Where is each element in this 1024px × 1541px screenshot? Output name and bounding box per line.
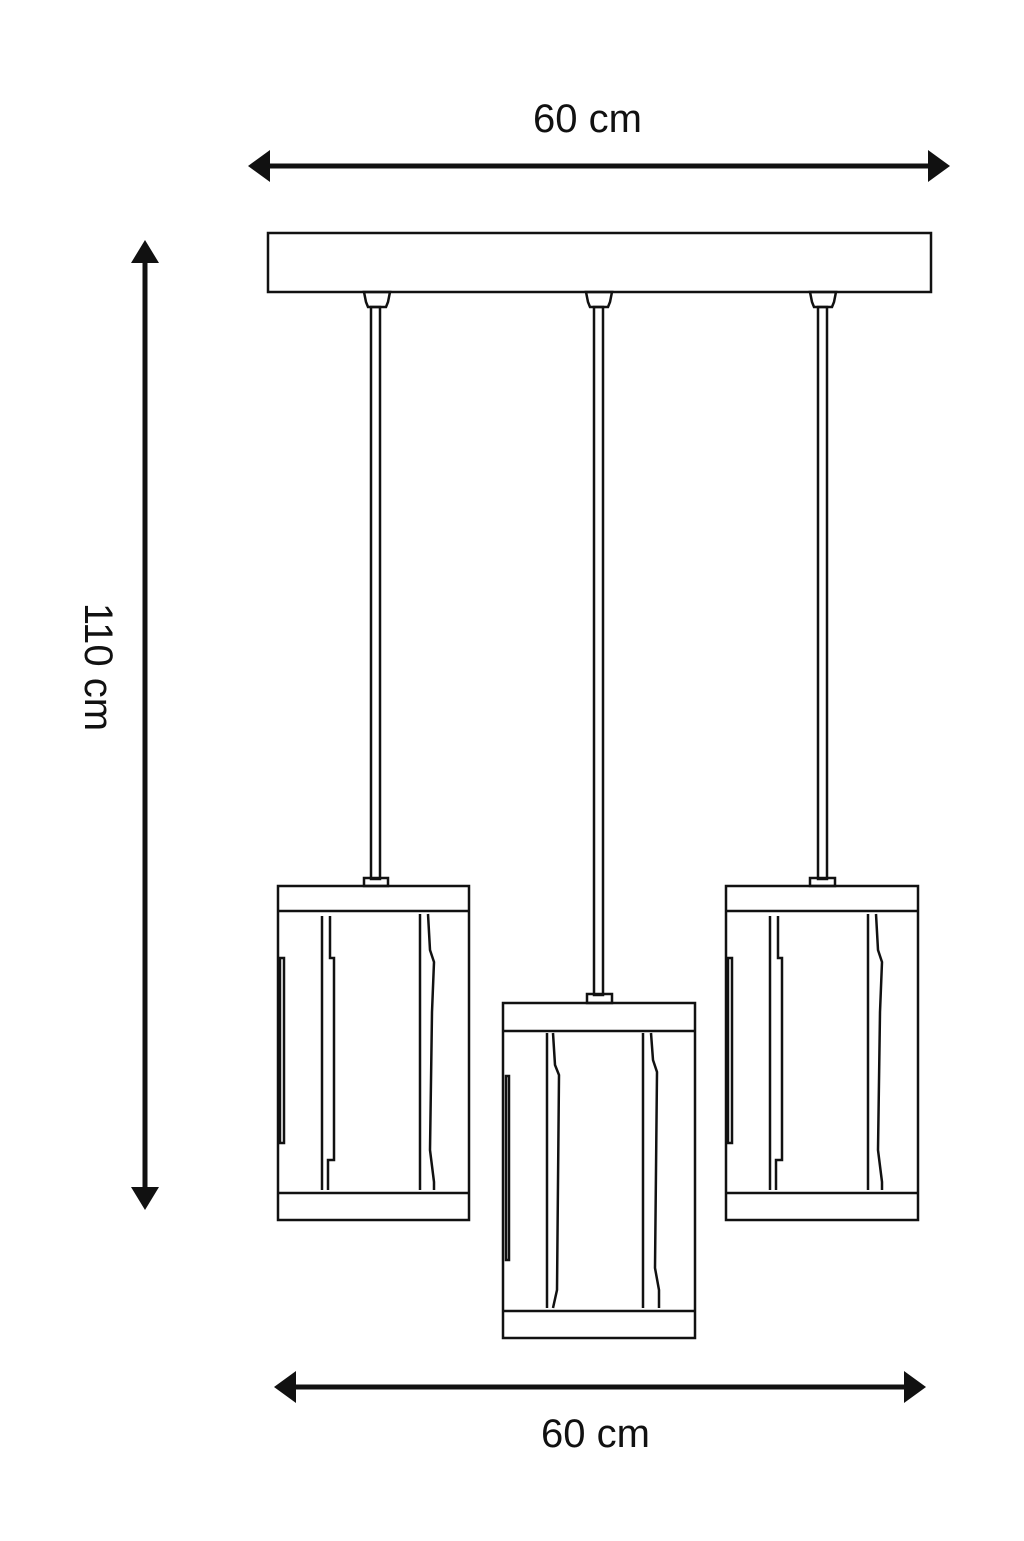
top-width-arrow [248, 150, 950, 182]
lamp-shade [501, 1001, 697, 1340]
bottom-width-label: 60 cm [541, 1412, 650, 1456]
bottom-width-arrow [274, 1371, 926, 1403]
height-label: 110 cm [76, 602, 120, 732]
lamp-shade [276, 884, 471, 1222]
pendant-cord [592, 305, 605, 997]
pendant-center [501, 290, 697, 1340]
cord-connector [584, 290, 614, 309]
ceiling-canopy [266, 231, 933, 294]
pendant-cord [816, 305, 829, 881]
top-width-label: 60 cm [533, 97, 642, 141]
pendant-cord [369, 305, 382, 881]
cord-connector [362, 290, 392, 309]
cord-connector [808, 290, 838, 309]
pendant-right [724, 290, 920, 1222]
pendant-left [276, 290, 471, 1222]
lamp-shade [724, 884, 920, 1222]
height-arrow [131, 240, 159, 1210]
